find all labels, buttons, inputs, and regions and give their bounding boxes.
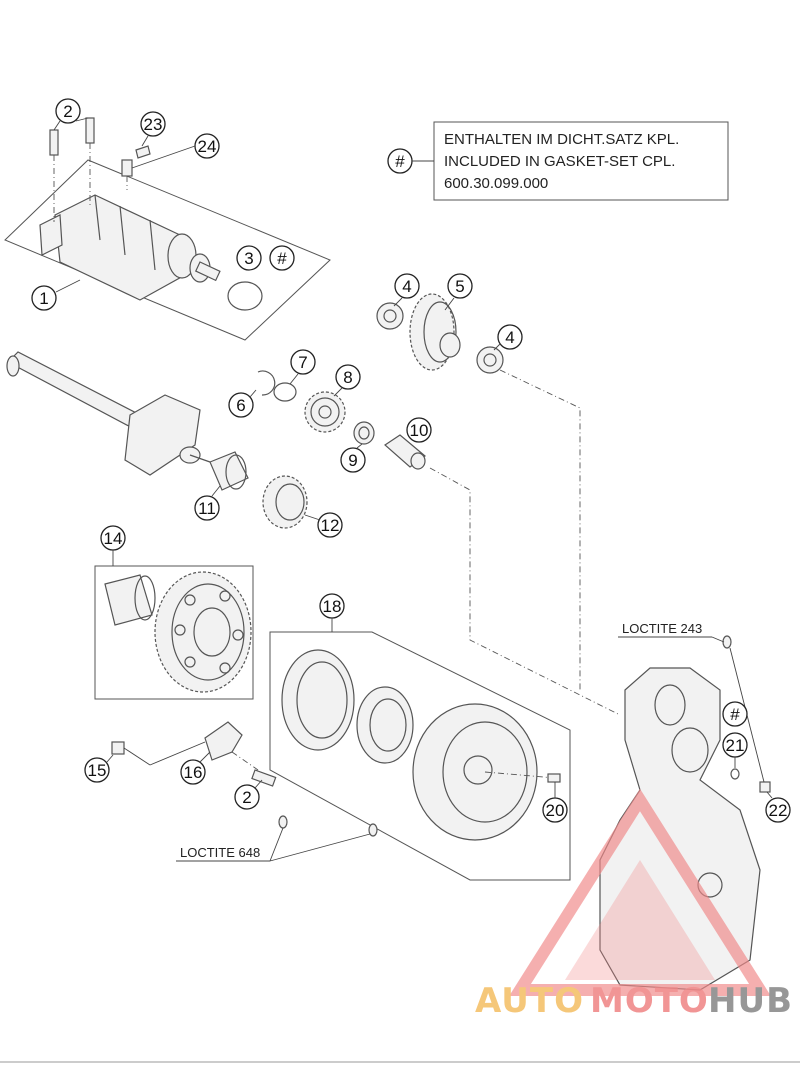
o-ring-3 [227, 281, 263, 311]
svg-text:2: 2 [242, 788, 251, 807]
svg-text:1: 1 [39, 289, 48, 308]
starter-motor [39, 194, 221, 301]
watermark-triangle-outer [509, 788, 771, 996]
callout-18: 18 [319, 593, 345, 632]
automotohub-watermark: AUTO MOTO HUB [475, 788, 793, 1021]
svg-text:2: 2 [63, 102, 72, 121]
callout-9: 9 [340, 443, 366, 473]
svg-text:4: 4 [505, 328, 514, 347]
axis-line-shaft10 [429, 467, 621, 716]
needle-bearing-9 [353, 421, 375, 445]
note-line-de: ENTHALTEN IM DICHT.SATZ KPL. [444, 131, 679, 148]
svg-text:12: 12 [321, 516, 340, 535]
callout-20: 20 [542, 782, 568, 823]
callout-15: 15 [84, 754, 114, 783]
loctite-648-label: LOCTITE 648 [176, 827, 371, 862]
starter-motor-group-frame [4, 159, 331, 341]
freewheel-group-frame [94, 565, 254, 700]
note-hash-symbol: # [395, 152, 405, 171]
callout-3: 3 [236, 245, 262, 271]
washer-7 [273, 382, 297, 402]
flywheel-ring [281, 649, 355, 751]
svg-text:10: 10 [410, 421, 429, 440]
callout-10: 10 [406, 417, 432, 443]
svg-text:7: 7 [298, 353, 307, 372]
watermark-auto: AUTO [475, 981, 584, 1021]
callout-24: 24 [131, 133, 220, 169]
svg-text:#: # [277, 249, 287, 268]
bushing-15 [111, 741, 125, 755]
freewheel-ring [356, 686, 414, 764]
svg-text:21: 21 [726, 736, 745, 755]
svg-text:11: 11 [198, 499, 216, 518]
svg-text:3: 3 [244, 249, 253, 268]
callout-2-lower: 2 [234, 779, 263, 810]
note-line-partno: 600.30.099.000 [444, 175, 548, 192]
terminal-nut [121, 145, 151, 190]
callout-21-hash: # [722, 701, 748, 727]
svg-text:18: 18 [323, 597, 342, 616]
freewheel-gear [154, 571, 252, 693]
callout-23: 23 [140, 111, 166, 147]
axis-line-gear5 [499, 369, 581, 690]
loctite-drops [278, 635, 732, 837]
gasket-set-note: # ENTHALTEN IM DICHT.SATZ KPL. INCLUDED … [387, 121, 729, 201]
svg-text:8: 8 [343, 368, 352, 387]
svg-text:LOCTITE 648: LOCTITE 648 [180, 845, 260, 860]
callout-12: 12 [304, 512, 343, 538]
watermark-moto: MOTO [590, 981, 709, 1021]
callout-6: 6 [228, 389, 257, 418]
lever-16 [149, 721, 243, 766]
svg-text:20: 20 [546, 801, 565, 820]
svg-text:24: 24 [198, 137, 217, 156]
bearing-4-left [376, 302, 404, 330]
flywheel-group-frame [269, 631, 571, 881]
rotor [412, 703, 556, 841]
callout-7: 7 [289, 349, 316, 385]
gear-8 [304, 391, 346, 433]
svg-text:14: 14 [104, 529, 123, 548]
svg-text:4: 4 [402, 277, 411, 296]
callout-5: 5 [444, 273, 473, 311]
needle-bearing-11 [209, 451, 249, 491]
intermediate-gear-5 [409, 293, 461, 371]
callout-11: 11 [194, 485, 221, 521]
svg-text:#: # [730, 705, 740, 724]
callout-21: 21 [722, 732, 748, 768]
watermark-hub: HUB [708, 981, 793, 1021]
svg-text:16: 16 [184, 763, 203, 782]
callout-4-right: 4 [493, 324, 523, 351]
callout-1: 1 [31, 279, 81, 311]
bearing-4-right [476, 346, 504, 374]
circlip-6 [257, 370, 276, 396]
callout-2-top: 2 [53, 98, 89, 131]
svg-text:23: 23 [144, 115, 163, 134]
callout-14: 14 [100, 525, 126, 566]
svg-text:5: 5 [455, 277, 464, 296]
callout-22: 22 [765, 791, 791, 823]
callout-8: 8 [333, 364, 361, 397]
svg-text:15: 15 [88, 761, 107, 780]
loctite-243-label: LOCTITE 243 [618, 621, 725, 643]
shaft-10 [384, 434, 426, 470]
callout-3-hash: # [269, 245, 295, 271]
svg-text:22: 22 [769, 801, 788, 820]
svg-text:9: 9 [348, 451, 357, 470]
bolt-2-lower [231, 751, 277, 787]
note-line-en: INCLUDED IN GASKET-SET CPL. [444, 153, 675, 170]
svg-text:6: 6 [236, 396, 245, 415]
callout-4-left: 4 [393, 273, 420, 307]
svg-text:LOCTITE 243: LOCTITE 243 [622, 621, 702, 636]
rotor-bolt [547, 773, 561, 783]
callout-16: 16 [180, 751, 211, 785]
freewheel-bearing [104, 574, 156, 626]
gasket-21 [730, 768, 740, 780]
watermark-triangle-inner [565, 860, 715, 980]
crankshaft [6, 351, 211, 476]
gear-12 [262, 475, 308, 529]
